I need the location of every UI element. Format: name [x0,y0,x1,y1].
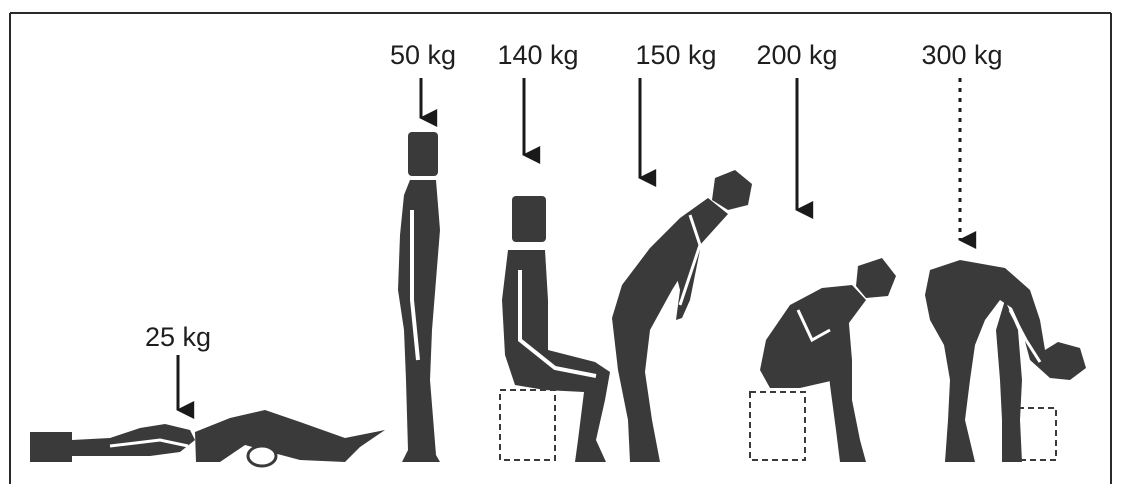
figure-standing [398,132,440,462]
figure-sitting [500,196,610,462]
figure-bending [612,170,752,462]
figure-border [10,13,1111,484]
figure-lying [30,410,385,466]
figure-sitting-bent [750,258,896,462]
figure-lifting [925,260,1086,462]
